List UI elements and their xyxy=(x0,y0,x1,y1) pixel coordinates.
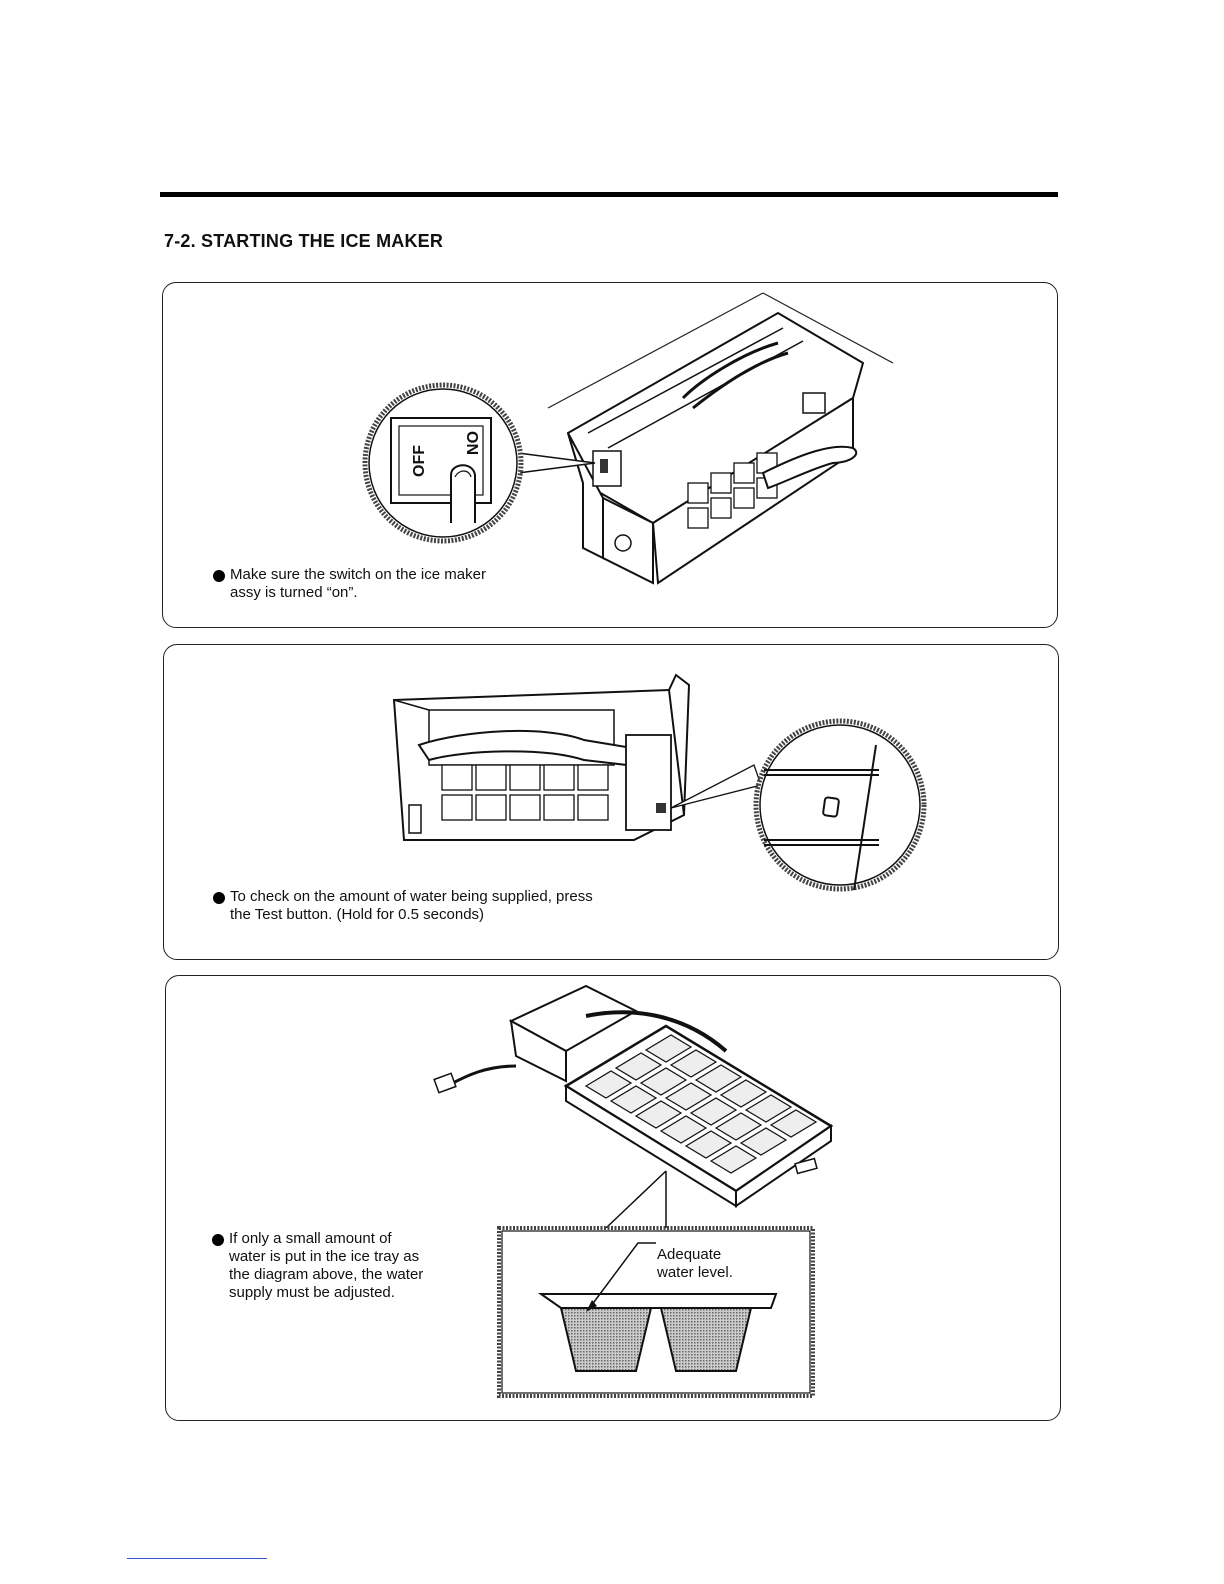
panel-water-level: Adequate water level. If only a small am… xyxy=(165,975,1061,1421)
note-line: the diagram above, the water xyxy=(229,1266,424,1283)
ice-tray-water-level-illustration: Adequate water level. xyxy=(433,984,834,1398)
note-line: assy is turned “on”. xyxy=(230,584,358,601)
note-line: the Test button. (Hold for 0.5 seconds) xyxy=(230,906,485,923)
note-line: To check on the amount of water being su… xyxy=(230,888,593,905)
panel2-note: To check on the amount of water being su… xyxy=(230,888,593,924)
note-line: If only a small amount of xyxy=(229,1230,392,1247)
ice-maker-test-button-illustration xyxy=(392,673,927,892)
bullet-icon xyxy=(213,570,225,582)
test-button-icon xyxy=(822,796,840,818)
switch-on-label: ON xyxy=(463,431,480,455)
bullet-icon xyxy=(212,1234,224,1246)
ice-maker-switch-illustration: OFF ON xyxy=(362,292,894,585)
panel1-note: Make sure the switch on the ice maker as… xyxy=(230,566,486,602)
callout-adequate: Adequate xyxy=(657,1246,721,1263)
panel-switch: OFF ON Make sure the switch on the ice m… xyxy=(162,282,1058,628)
panel-test-button: To check on the amount of water being su… xyxy=(163,644,1059,960)
bullet-icon xyxy=(213,892,225,904)
switch-off-label: OFF xyxy=(411,445,428,477)
note-line: water is put in the ice tray as xyxy=(229,1248,420,1265)
top-rule xyxy=(160,192,1058,197)
panel3-note: If only a small amount of water is put i… xyxy=(229,1230,423,1302)
note-line: supply must be adjusted. xyxy=(229,1284,395,1301)
bottom-link-underline xyxy=(127,1558,267,1559)
callout-water-level: water level. xyxy=(656,1264,733,1281)
section-title: 7-2. STARTING THE ICE MAKER xyxy=(164,231,444,251)
note-line: Make sure the switch on the ice maker xyxy=(230,566,486,583)
